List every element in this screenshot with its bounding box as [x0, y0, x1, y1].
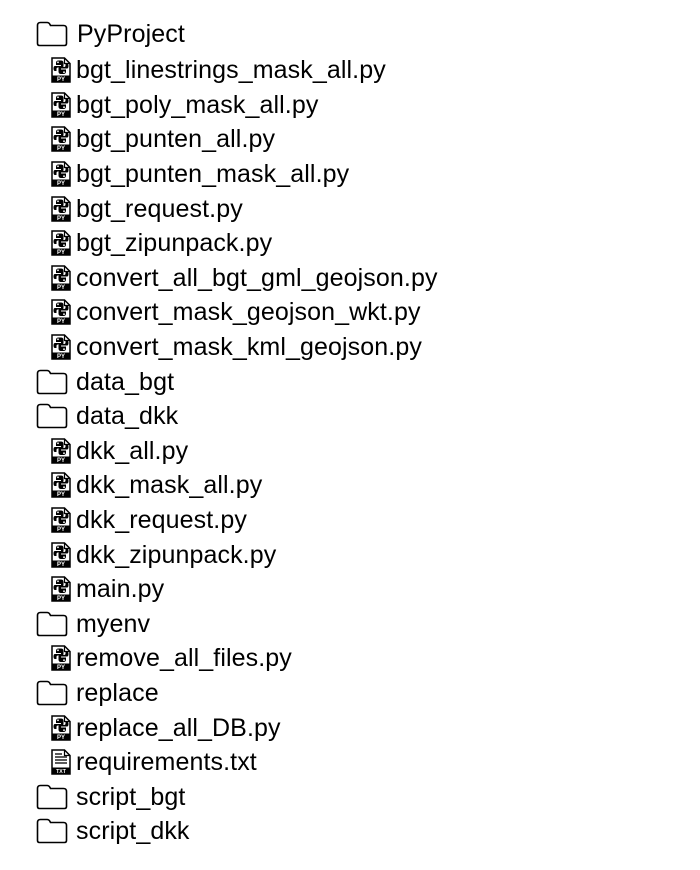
tree-folder-item[interactable]: myenv — [0, 607, 700, 642]
folder-icon — [36, 680, 68, 706]
tree-file-item[interactable]: PY bgt_poly_mask_all.py — [0, 88, 700, 123]
tree-file-item[interactable]: PY dkk_all.py — [0, 434, 700, 469]
python-file-icon: PY — [51, 438, 71, 464]
file-name: convert_mask_geojson_wkt.py — [76, 298, 421, 327]
folder-name: data_dkk — [76, 402, 179, 431]
file-type-badge: PY — [57, 77, 65, 83]
python-file-icon: PY — [51, 645, 71, 671]
file-name: bgt_zipunpack.py — [76, 229, 273, 258]
folder-icon — [36, 403, 68, 429]
folder-icon — [36, 784, 68, 810]
tree-folder-item[interactable]: data_bgt — [0, 364, 700, 399]
tree-folder-item[interactable]: data_dkk — [0, 399, 700, 434]
file-type-badge: PY — [57, 492, 65, 498]
python-file-icon: PY — [51, 195, 71, 222]
folder-name: replace — [76, 678, 159, 707]
python-file-icon: PY — [51, 334, 71, 360]
tree-file-item[interactable]: PY bgt_linestrings_mask_all.py — [0, 53, 700, 88]
file-name: bgt_punten_all.py — [76, 125, 276, 154]
file-type-badge: PY — [57, 319, 65, 325]
file-name: replace_all_DB.py — [76, 713, 281, 742]
file-type-badge: PY — [57, 735, 65, 741]
text-file-icon: TXT — [51, 749, 71, 775]
file-type-badge: PY — [57, 665, 65, 671]
python-file-icon: PY — [51, 230, 71, 256]
file-name: main.py — [76, 575, 165, 604]
folder-icon — [36, 611, 68, 637]
tree-file-item[interactable]: PY bgt_punten_mask_all.py — [0, 157, 700, 192]
tree-file-item[interactable]: PY convert_mask_geojson_wkt.py — [0, 295, 700, 330]
tree-folder-item[interactable]: script_bgt — [0, 779, 700, 814]
file-name: dkk_request.py — [76, 506, 247, 535]
tree-file-item[interactable]: PY bgt_request.py — [0, 191, 700, 226]
file-name: dkk_mask_all.py — [76, 471, 263, 500]
tree-file-item[interactable]: PY bgt_zipunpack.py — [0, 226, 700, 261]
tree-file-item[interactable]: PY replace_all_DB.py — [0, 710, 700, 745]
tree-root-label: PyProject — [77, 20, 185, 48]
python-file-icon: PY — [51, 57, 71, 83]
folder-name: script_dkk — [76, 817, 190, 846]
file-name: convert_all_bgt_gml_geojson.py — [76, 263, 438, 292]
file-name: bgt_request.py — [76, 194, 243, 223]
python-file-icon: PY — [51, 265, 71, 291]
file-name: convert_mask_kml_geojson.py — [76, 333, 422, 362]
folder-name: script_bgt — [76, 782, 186, 811]
file-name: bgt_linestrings_mask_all.py — [76, 56, 386, 85]
file-type-badge: PY — [57, 527, 65, 533]
python-file-icon: PY — [51, 299, 71, 325]
file-type-badge: PY — [57, 562, 65, 568]
tree-file-item[interactable]: TXT requirements.txt — [0, 745, 700, 780]
file-name: dkk_all.py — [76, 436, 189, 465]
tree-folder-item[interactable]: script_dkk — [0, 814, 700, 849]
file-name: remove_all_files.py — [76, 644, 292, 673]
file-name: bgt_poly_mask_all.py — [76, 90, 319, 119]
python-file-icon: PY — [51, 126, 71, 152]
tree-folder-item[interactable]: replace — [0, 676, 700, 711]
folder-name: data_bgt — [76, 367, 175, 396]
folder-icon — [36, 819, 68, 844]
folder-icon — [36, 21, 68, 47]
tree-file-item[interactable]: PY dkk_mask_all.py — [0, 468, 700, 503]
python-file-icon: PY — [51, 541, 71, 568]
python-file-icon: PY — [51, 161, 71, 187]
file-type-badge: TXT — [56, 769, 67, 775]
file-name: bgt_punten_mask_all.py — [76, 160, 350, 189]
tree-file-item[interactable]: PY remove_all_files.py — [0, 641, 700, 676]
file-type-badge: PY — [57, 354, 65, 360]
tree-file-item[interactable]: PY bgt_punten_all.py — [0, 122, 700, 157]
file-name: dkk_zipunpack.py — [76, 540, 277, 569]
tree-file-item[interactable]: PY convert_all_bgt_gml_geojson.py — [0, 261, 700, 296]
python-file-icon: PY — [51, 92, 71, 118]
python-file-icon: PY — [51, 576, 71, 602]
tree-file-item[interactable]: PY dkk_zipunpack.py — [0, 537, 700, 572]
tree-root-folder[interactable]: PyProject — [0, 15, 700, 53]
file-type-badge: PY — [57, 216, 65, 222]
tree-file-item[interactable]: PY dkk_request.py — [0, 503, 700, 538]
python-file-icon: PY — [51, 472, 71, 498]
file-type-badge: PY — [57, 596, 65, 602]
file-type-badge: PY — [57, 112, 65, 118]
folder-icon — [36, 369, 68, 394]
file-type-badge: PY — [57, 250, 65, 256]
file-type-badge: PY — [57, 458, 65, 464]
tree-file-item[interactable]: PY main.py — [0, 572, 700, 607]
file-type-badge: PY — [57, 285, 65, 291]
tree-file-item[interactable]: PY convert_mask_kml_geojson.py — [0, 330, 700, 365]
file-type-badge: PY — [57, 181, 65, 187]
python-file-icon: PY — [51, 714, 71, 741]
file-type-badge: PY — [57, 146, 65, 152]
file-name: requirements.txt — [76, 748, 257, 777]
folder-name: myenv — [76, 609, 151, 638]
python-file-icon: PY — [51, 507, 71, 533]
